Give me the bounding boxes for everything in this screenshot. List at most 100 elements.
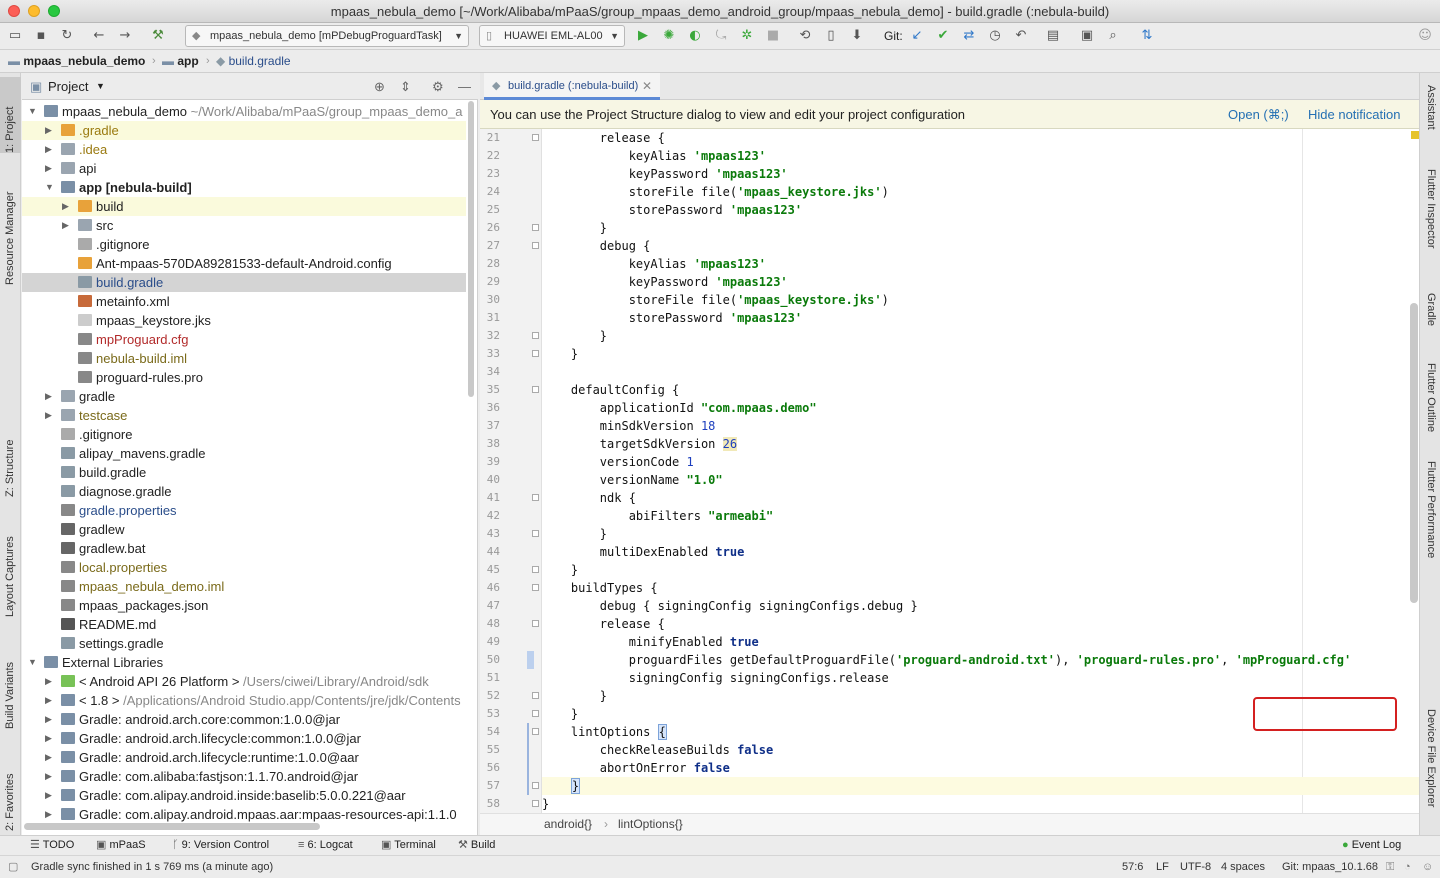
- crumb-android[interactable]: android{}: [544, 817, 593, 831]
- chevron-right-icon[interactable]: ▶: [45, 790, 52, 800]
- code-line[interactable]: }: [542, 527, 608, 541]
- search-icon[interactable]: ⌕: [1109, 28, 1117, 43]
- breadcrumb-app[interactable]: ▬ app: [162, 54, 199, 68]
- tree-item[interactable]: metainfo.xml: [22, 292, 466, 311]
- chevron-right-icon[interactable]: ▶: [45, 771, 52, 781]
- code-line[interactable]: keyPassword 'mpaas123': [542, 167, 788, 181]
- tab-favorites[interactable]: 2: Favorites: [4, 773, 16, 831]
- user-icon[interactable]: ☺: [1418, 28, 1432, 43]
- tab-layout-captures[interactable]: Layout Captures: [4, 536, 16, 617]
- tool-version-control[interactable]: ᚴ 9: Version Control: [172, 839, 270, 851]
- tree-item[interactable]: ▶build: [22, 197, 466, 216]
- tree-item[interactable]: ▼mpaas_nebula_demo ~/Work/Alibaba/mPaaS/…: [22, 102, 466, 121]
- code-line[interactable]: debug {: [542, 239, 651, 253]
- git-update-icon[interactable]: ↙: [911, 28, 923, 43]
- tool-logcat[interactable]: ≡ 6: Logcat: [298, 839, 353, 851]
- tool-mpaas[interactable]: ▣ mPaaS: [96, 839, 146, 851]
- debug-icon[interactable]: ✺: [663, 28, 675, 43]
- tree-item[interactable]: mpProguard.cfg: [22, 330, 466, 349]
- chevron-right-icon[interactable]: ▶: [45, 144, 52, 154]
- maximize-window-button[interactable]: [48, 5, 60, 17]
- tree-item[interactable]: mpaas_keystore.jks: [22, 311, 466, 330]
- code-line[interactable]: buildTypes {: [542, 581, 658, 595]
- tool-terminal[interactable]: ▣ Terminal: [381, 839, 436, 851]
- code-line[interactable]: defaultConfig {: [542, 383, 680, 397]
- tree-item[interactable]: Ant-mpaas-570DA89281533-default-Android.…: [22, 254, 466, 273]
- chevron-right-icon[interactable]: ▶: [62, 220, 69, 230]
- breadcrumb-file[interactable]: ◆ build.gradle: [216, 54, 291, 68]
- code-line[interactable]: checkReleaseBuilds false: [542, 743, 774, 757]
- tab-gradle[interactable]: Gradle: [1425, 293, 1437, 327]
- chevron-down-icon[interactable]: ▼: [28, 657, 37, 667]
- chevron-down-icon[interactable]: ▼: [28, 106, 37, 116]
- device-select[interactable]: ▯ HUAWEI EML-AL00 ▼: [479, 25, 625, 47]
- chevron-right-icon[interactable]: ▶: [45, 695, 52, 705]
- code-line[interactable]: lintOptions {: [542, 724, 667, 740]
- tab-assistant[interactable]: Assistant: [1425, 85, 1437, 130]
- sync-icon[interactable]: ↻: [61, 28, 73, 43]
- tool-build[interactable]: ⚒ Build: [458, 839, 496, 851]
- code-line[interactable]: storeFile file('mpaas_keystore.jks'): [542, 185, 889, 199]
- code-line[interactable]: applicationId "com.mpaas.demo": [542, 401, 817, 415]
- tree-item[interactable]: ▶Gradle: android.arch.core:common:1.0.0@…: [22, 710, 466, 729]
- code-line[interactable]: proguardFiles getDefaultProguardFile('pr…: [542, 653, 1352, 667]
- git-branch[interactable]: Git: mpaas_10.1.68: [1282, 861, 1379, 873]
- code-line[interactable]: }: [542, 221, 608, 235]
- project-view-select[interactable]: Project: [48, 79, 89, 94]
- fold-marker-icon[interactable]: [532, 242, 539, 249]
- fold-marker-icon[interactable]: [532, 332, 539, 339]
- change-marker[interactable]: [527, 723, 529, 795]
- tree-item[interactable]: ▶api: [22, 159, 466, 178]
- scroll-thumb[interactable]: [468, 101, 474, 397]
- back-icon[interactable]: ←: [93, 28, 105, 43]
- tree-item[interactable]: settings.gradle: [22, 634, 466, 653]
- tree-item[interactable]: ▶Gradle: com.alipay.android.inside:basel…: [22, 786, 466, 805]
- forward-icon[interactable]: →: [119, 28, 131, 43]
- fold-marker-icon[interactable]: [532, 494, 539, 501]
- crumb-lintoptions[interactable]: lintOptions{}: [618, 817, 683, 831]
- chevron-right-icon[interactable]: ▶: [45, 125, 52, 135]
- chevron-right-icon[interactable]: ▶: [45, 391, 52, 401]
- profile-icon[interactable]: ◐: [689, 28, 701, 43]
- run-configuration-select[interactable]: ◆ mpaas_nebula_demo [mPDebugProguardTask…: [185, 25, 469, 47]
- tree-item[interactable]: gradlew: [22, 520, 466, 539]
- notifications-icon[interactable]: ☺: [1422, 861, 1434, 873]
- tree-item[interactable]: gradle.properties: [22, 501, 466, 520]
- close-window-button[interactable]: [8, 5, 20, 17]
- lock-icon[interactable]: ⚿: [1386, 861, 1395, 873]
- fold-marker-icon[interactable]: [532, 800, 539, 807]
- chevron-right-icon[interactable]: ▶: [45, 163, 52, 173]
- code-line[interactable]: minifyEnabled true: [542, 635, 759, 649]
- code-line[interactable]: }: [542, 689, 608, 703]
- sort-icon[interactable]: ⇅: [1141, 28, 1153, 43]
- tree-item[interactable]: ▶src: [22, 216, 466, 235]
- fold-marker-icon[interactable]: [532, 728, 539, 735]
- tab-flutter-outline[interactable]: Flutter Outline: [1425, 363, 1437, 433]
- close-icon[interactable]: ✕: [641, 79, 652, 93]
- code-line[interactable]: signingConfig signingConfigs.release: [542, 671, 889, 685]
- chevron-right-icon[interactable]: ▶: [45, 752, 52, 762]
- tool-event-log[interactable]: ● Event Log: [1342, 839, 1402, 851]
- tree-item[interactable]: .gitignore: [22, 235, 466, 254]
- collapse-all-icon[interactable]: ⇕: [400, 79, 411, 94]
- tree-item[interactable]: ▼app [nebula-build]: [22, 178, 466, 197]
- apply-changes-icon[interactable]: ⤿: [715, 28, 727, 43]
- tool-todo[interactable]: ☰ TODO: [30, 839, 75, 851]
- open-folder-icon[interactable]: ▭: [8, 28, 22, 43]
- code-line[interactable]: keyPassword 'mpaas123': [542, 275, 788, 289]
- tree-item[interactable]: mpaas_nebula_demo.iml: [22, 577, 466, 596]
- toggle-tool-windows-icon[interactable]: ▢: [8, 861, 19, 873]
- hide-panel-icon[interactable]: —: [458, 79, 471, 94]
- code-line[interactable]: abortOnError false: [542, 761, 730, 775]
- fold-marker-icon[interactable]: [532, 134, 539, 141]
- code-line[interactable]: multiDexEnabled true: [542, 545, 745, 559]
- chevron-right-icon[interactable]: ▶: [45, 676, 52, 686]
- tab-build-gradle[interactable]: ◆ build.gradle (:nebula-build) ✕: [484, 73, 660, 100]
- fold-marker-icon[interactable]: [532, 566, 539, 573]
- code-line[interactable]: [542, 363, 1419, 381]
- tab-project[interactable]: 1: Project: [0, 77, 21, 153]
- chevron-right-icon[interactable]: ▶: [45, 410, 52, 420]
- tree-item[interactable]: ▶Gradle: com.alibaba:fastjson:1.1.70.and…: [22, 767, 466, 786]
- tree-item[interactable]: ▶Gradle: android.arch.lifecycle:common:1…: [22, 729, 466, 748]
- tree-item[interactable]: proguard-rules.pro: [22, 368, 466, 387]
